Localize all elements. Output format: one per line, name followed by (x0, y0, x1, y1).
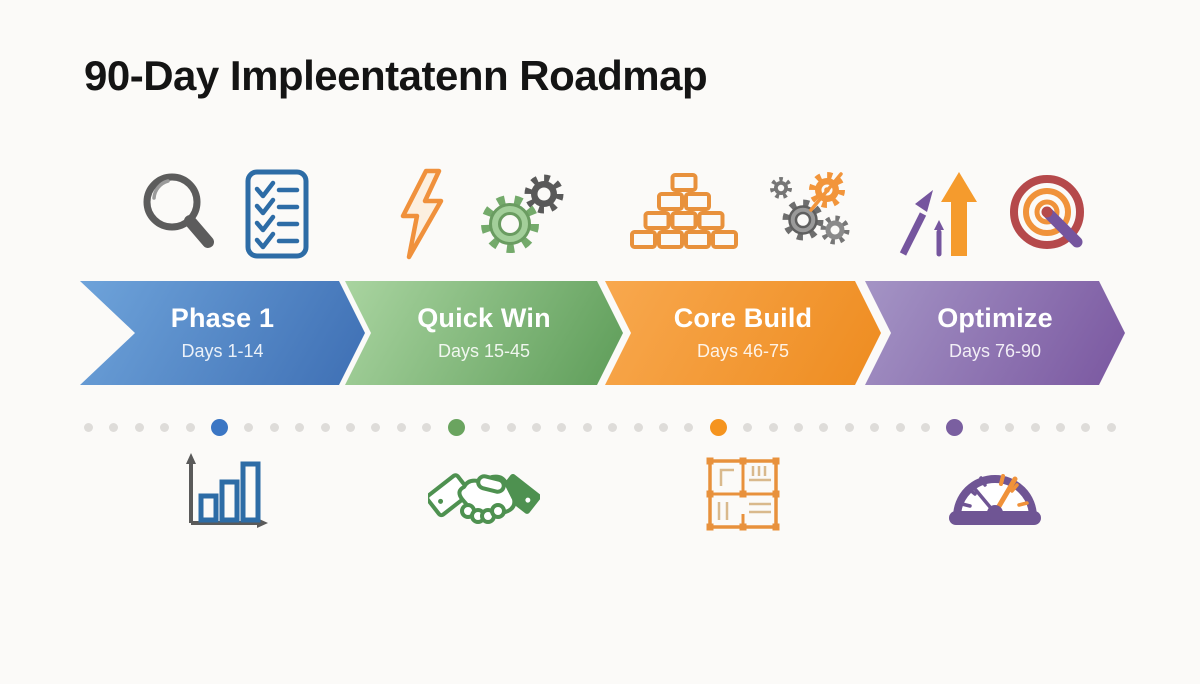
phase1-top-icons (80, 164, 365, 264)
timeline-dot (844, 422, 854, 432)
milestone-dot (447, 418, 465, 436)
milestone-dot (946, 418, 964, 436)
small-gray-gear (770, 177, 792, 199)
timeline-dot (768, 422, 778, 432)
phase-days: Days 1-14 (181, 340, 264, 361)
gauge-icon (949, 474, 1041, 525)
timeline-dot (481, 422, 491, 432)
timeline-dot (895, 422, 905, 432)
gear-cluster-icon (770, 172, 850, 245)
timeline-dot (608, 422, 618, 432)
timeline-dot (1030, 422, 1040, 432)
timeline-dot (134, 422, 144, 432)
timeline-dot (979, 422, 989, 432)
checklist-icon (245, 169, 308, 259)
medium-gray-gear (820, 215, 850, 245)
timeline-dot (793, 422, 803, 432)
timeline-dot (684, 422, 694, 432)
timeline-dot (921, 422, 930, 432)
phase-days: Days 46-75 (696, 340, 790, 361)
phase-chevron-4: Optimize Days 76-90 (865, 281, 1125, 385)
timeline-dot (109, 422, 119, 432)
timeline-dot (160, 422, 170, 432)
phase-chevron-2: Quick Win Days 15-45 (345, 281, 623, 385)
timeline-dot (557, 422, 567, 432)
timeline-dot (346, 422, 356, 432)
milestone-dot (211, 418, 229, 436)
growth-arrows-icon (899, 172, 977, 257)
phase3-top-icons (605, 164, 881, 264)
timeline-dot (295, 422, 305, 432)
phase-days: Days 15-45 (437, 340, 531, 361)
timeline-dot (84, 422, 93, 432)
timeline-dot (244, 422, 254, 432)
timeline-dot (1056, 422, 1066, 432)
timeline-dots (84, 418, 1116, 436)
phase-chevron-3: Core Build Days 46-75 (605, 281, 881, 385)
phase1-bottom-icon (80, 440, 365, 548)
phase3-bottom-icon (605, 440, 881, 548)
timeline-dot (870, 422, 880, 432)
phase-days: Days 76-90 (948, 340, 1042, 361)
phase4-bottom-icon (865, 440, 1125, 548)
timeline-dot (743, 422, 753, 432)
target-dart-icon (1010, 175, 1084, 249)
timeline-dot (1005, 422, 1015, 432)
lightning-bolt-icon (400, 168, 444, 260)
small-dark-gear (524, 174, 564, 214)
magnifying-glass-icon (143, 173, 214, 248)
brick-pyramid-icon (630, 173, 738, 249)
left-sleeve (428, 473, 472, 518)
timeline-dot (1106, 422, 1116, 432)
phase4-top-icons (865, 164, 1125, 264)
milestone-dot (709, 418, 727, 436)
timeline-dot (582, 422, 592, 432)
large-gray-gear (782, 199, 824, 241)
handshake-icon (428, 473, 540, 524)
gears-icon (481, 174, 564, 253)
phase-name: Quick Win (417, 303, 551, 334)
timeline-dot (819, 422, 829, 432)
phase2-top-icons (345, 164, 623, 264)
phase-name: Phase 1 (170, 303, 275, 334)
timeline-dot (269, 422, 279, 432)
timeline-dot (185, 422, 195, 432)
page-title: 90-Day Impleentatenn Roadmap (84, 52, 708, 99)
phase2-bottom-icon (345, 440, 623, 548)
phase-chevron-1: Phase 1 Days 1-14 (80, 281, 365, 385)
timeline-dot (396, 422, 406, 432)
phase-name: Optimize (937, 303, 1053, 334)
timeline-dot (658, 422, 668, 432)
right-sleeve (498, 474, 540, 514)
timeline-dot (422, 422, 432, 432)
floor-plan-icon (706, 457, 780, 531)
bar-chart-icon (185, 453, 268, 528)
orange-gear (809, 172, 845, 212)
timeline-dot (371, 422, 381, 432)
timeline-dot (633, 422, 643, 432)
timeline-dot (1081, 422, 1091, 432)
large-green-gear (481, 195, 539, 253)
timeline-dot (506, 422, 516, 432)
timeline-dot (531, 422, 541, 432)
phase-name: Core Build (673, 303, 813, 334)
timeline-dot (320, 422, 330, 432)
